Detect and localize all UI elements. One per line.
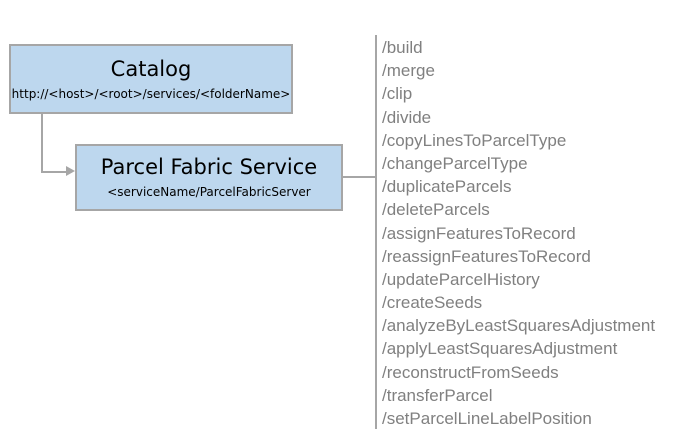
endpoint-item: /duplicateParcels	[382, 177, 512, 197]
endpoint-item: /analyzeByLeastSquaresAdjustment	[382, 316, 656, 336]
parcel-fabric-service-node: Parcel Fabric Service <serviceName/Parce…	[75, 144, 343, 211]
service-url-template: <serviceName/ParcelFabricServer	[107, 185, 311, 199]
endpoint-item: /build	[382, 38, 423, 57]
connector-service-to-endpoints	[343, 176, 376, 178]
endpoint-item: /clip	[382, 84, 413, 104]
endpoint-divider-line	[375, 35, 377, 429]
endpoint-item: /createSeeds	[382, 293, 483, 313]
endpoint-list: /build /merge /clip /divide /copyLinesTo…	[382, 36, 655, 430]
endpoint-item: /assignFeaturesToRecord	[382, 223, 576, 243]
connector-arrowhead-icon	[66, 166, 75, 176]
endpoint-item: /setParcelLineLabelPosition	[382, 409, 592, 428]
connector-catalog-vertical	[41, 114, 43, 173]
endpoint-item: /reconstructFromSeeds	[382, 362, 559, 382]
endpoint-item: /divide	[382, 107, 432, 127]
endpoint-item: /deleteParcels	[382, 200, 490, 220]
endpoint-item: /reassignFeaturesToRecord	[382, 246, 591, 266]
endpoint-item: /transferParcel	[382, 385, 493, 405]
endpoint-item: /copyLinesToParcelType	[382, 130, 567, 150]
endpoint-item: /merge	[382, 61, 435, 81]
connector-catalog-horizontal	[41, 171, 67, 173]
endpoint-item: /applyLeastSquaresAdjustment	[382, 339, 618, 359]
catalog-title: Catalog	[110, 57, 192, 81]
endpoint-item: /changeParcelType	[382, 153, 528, 173]
catalog-url-template: http://<host>/<root>/services/<folderNam…	[11, 87, 291, 101]
endpoint-item: /updateParcelHistory	[382, 269, 540, 289]
service-title: Parcel Fabric Service	[100, 155, 318, 179]
catalog-node: Catalog http://<host>/<root>/services/<f…	[9, 44, 293, 114]
